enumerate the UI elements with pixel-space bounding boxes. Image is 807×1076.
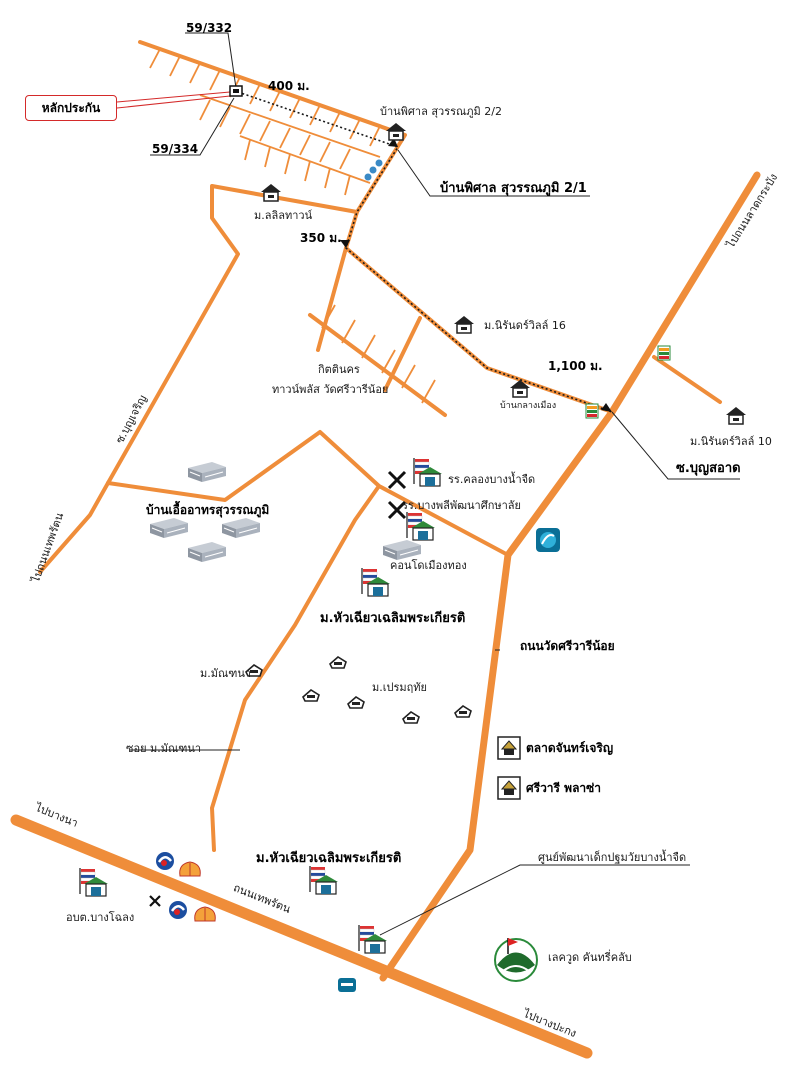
marker-dot-icon (369, 166, 377, 174)
building-icon (221, 517, 261, 539)
ptt-icon (154, 850, 176, 872)
building-icon (149, 517, 189, 539)
seven-eleven-icon (585, 403, 599, 419)
road-branch-1 (316, 246, 348, 352)
school-icon (413, 457, 443, 487)
building-icon (187, 461, 227, 483)
hua-chiew-2-label: ม.หัวเฉียวเฉลิมพระเกียรติ (256, 851, 402, 866)
school-icon (79, 867, 109, 897)
school-klong-label: รร.คลองบางน้ำจืด (448, 473, 536, 486)
mancha-label: ม.มัณฑนา (200, 667, 252, 680)
bank-icon (535, 527, 561, 553)
child-center-label: ศูนย์พัฒนาเด็กปฐมวัยบางน้ำจืด (538, 851, 687, 864)
kittinakorn-label: กิตตินคร (318, 363, 360, 376)
plaza-icon (497, 776, 521, 800)
nirun-16-label: ม.นิรันดร์วิลล์ 16 (484, 319, 566, 332)
collateral-callout: หลักประกัน (25, 95, 117, 121)
ptt-icon (167, 899, 189, 921)
route-arrow-1 (388, 138, 398, 147)
road-left-west (38, 184, 359, 574)
hua-chiew-1-label: ม.หัวเฉียวเฉลิมพระเกียรติ (320, 611, 466, 626)
collateral-label: หลักประกัน (41, 100, 101, 115)
obt-label: อบต.บางโฉลง (66, 911, 135, 924)
house-icon-nirun16 (453, 315, 475, 334)
road-middle (106, 430, 510, 557)
house-icon-nirun10 (725, 406, 747, 425)
road-branch-3 (383, 316, 422, 392)
building-icon (382, 539, 422, 561)
school-bangphli-label: รร.บางพลีพัฒนาศึกษาลัย (402, 499, 521, 512)
marker-dot-icon (375, 159, 383, 167)
route-dotted (237, 91, 613, 413)
distance-350: 350 ม. (300, 231, 342, 245)
seven-eleven-icon (657, 345, 671, 361)
route-arrow-3 (601, 403, 612, 412)
school-icon (358, 924, 388, 954)
mini-house-icon (454, 705, 472, 718)
ban-klang-mueang-label: บ้านกลางเมือง (500, 401, 557, 411)
crossing-icon (387, 470, 407, 520)
mini-house-icon (402, 711, 420, 724)
soi-mancha-label: ซอย ม.มัณฑนา (126, 742, 202, 755)
marker-dot-icon (364, 173, 372, 181)
building-icon (187, 541, 227, 563)
leader-lines (130, 32, 740, 936)
road-upper (138, 40, 614, 414)
soi-hatching (149, 48, 436, 404)
school-icon (406, 511, 436, 541)
golf-label: เลควูด คันทรี่คลับ (548, 951, 632, 964)
callout-leader (116, 91, 231, 109)
lot-number-bottom: 59/334 (152, 142, 199, 156)
lot-marker-icon (229, 85, 243, 97)
road-branch-nirun10 (652, 355, 722, 404)
road-branch-2 (308, 313, 447, 417)
route-arrow-2 (340, 240, 350, 248)
mini-house-icon (302, 689, 320, 702)
townplus-label: ทาวน์พลัส วัดศรีวารีน้อย (272, 383, 389, 396)
nirun-10-label: ม.นิรันดร์วิลล์ 10 (690, 435, 772, 448)
distance-400: 400 ม. (268, 79, 310, 93)
distance-1100: 1,100 ม. (548, 359, 603, 373)
road-network (10, 40, 761, 1059)
lalil-town-label: ม.ลลิลทาวน์ (254, 209, 313, 222)
shell-icon (194, 906, 216, 922)
school-icon (309, 865, 339, 895)
road-thepharak (10, 814, 593, 1059)
lot-number-top: 59/332 (186, 21, 233, 35)
ban-uea-label: บ้านเอื้ออาทรสุวรรณภูมิ (146, 503, 270, 517)
road-soi-mancha (210, 484, 381, 852)
village-pisan-21-label: บ้านพิศาล สุวรรณภูมิ 2/1 (440, 181, 587, 196)
wat-sri-road-label: ถนนวัดศรีวารีน้อย (520, 639, 615, 653)
bank-icon-small (338, 978, 356, 992)
prem-label: ม.เปรมฤทัย (372, 681, 428, 694)
market-icon (497, 736, 521, 760)
house-icon-lalil (260, 183, 282, 202)
crossing-icon (149, 895, 161, 907)
house-icon-pisan22 (385, 122, 407, 141)
mini-house-icon (347, 696, 365, 709)
soi-bunsong-label: ซ.บุญสอาด (676, 461, 741, 476)
school-icon (361, 567, 391, 597)
mini-house-icon (329, 656, 347, 669)
shell-icon (179, 861, 201, 877)
golf-icon (494, 938, 538, 982)
plaza-label: ศรีวารี พลาซ่า (526, 781, 602, 795)
condo-label: คอนโดเมืองทอง (390, 559, 467, 572)
market-label: ตลาดจันทร์เจริญ (526, 741, 614, 755)
village-pisan-22-label: บ้านพิศาล สุวรรณภูมิ 2/2 (380, 105, 502, 118)
